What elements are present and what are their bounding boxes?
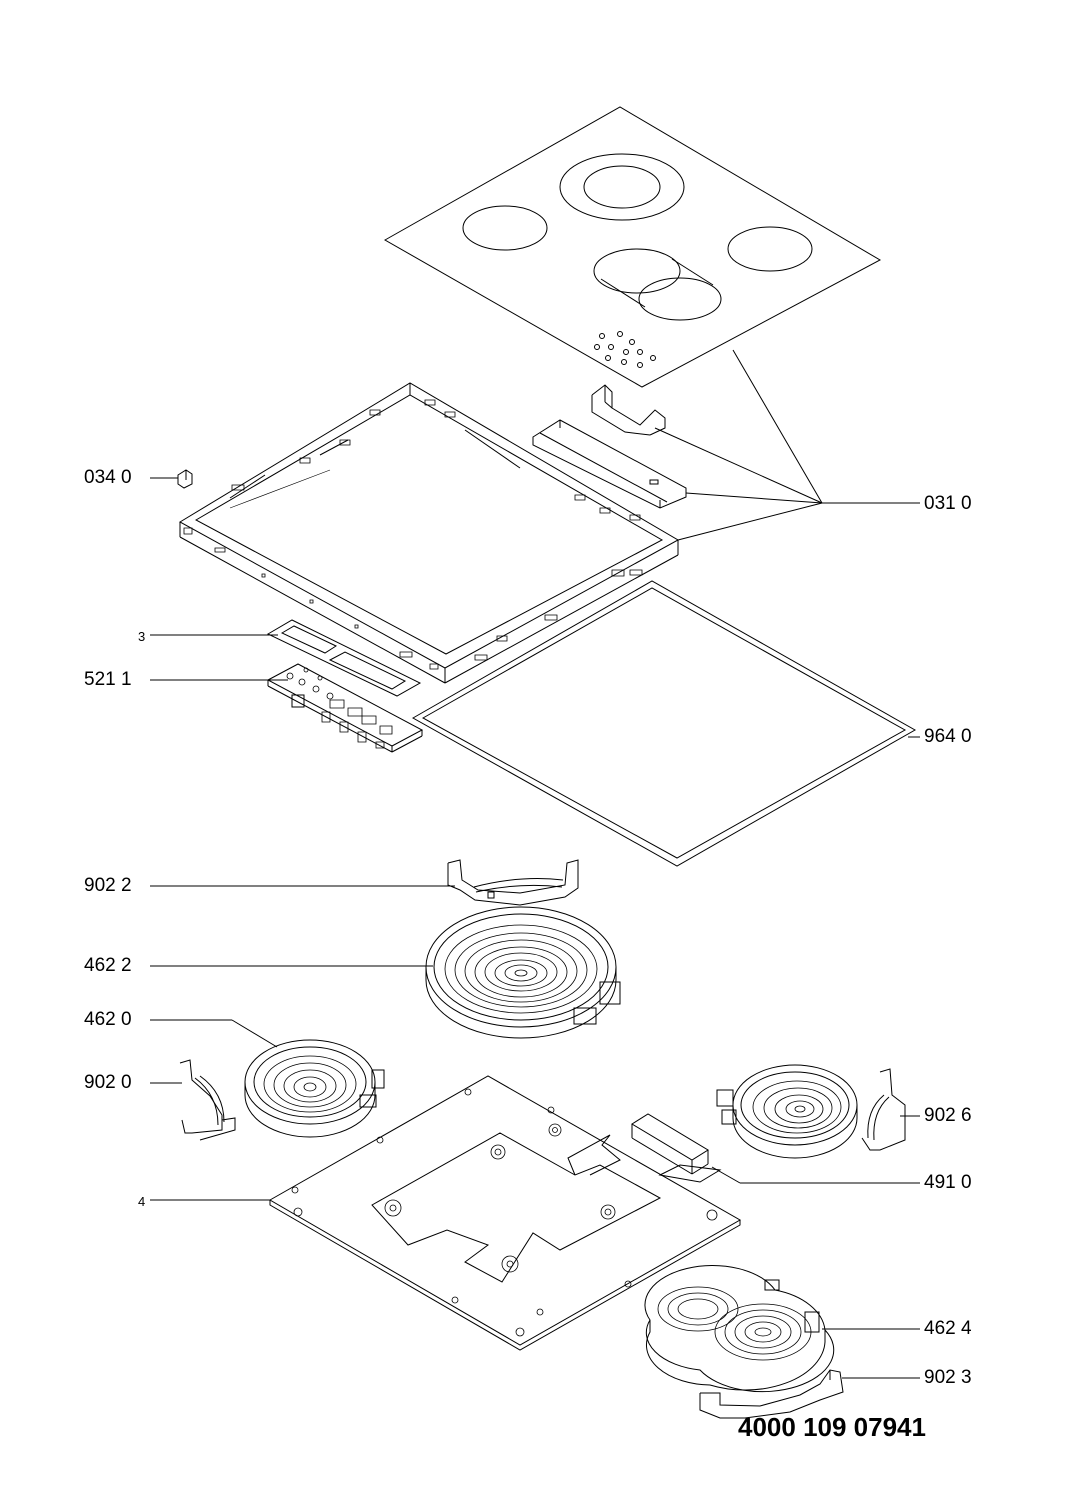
part-label-491-0: 491 0 [924, 1172, 972, 1193]
leader-lines [150, 350, 920, 1378]
glass-bracket [592, 385, 665, 435]
control-electronics-board [268, 664, 422, 752]
glass-cooktop-panel [385, 107, 880, 387]
support-plate [268, 620, 420, 696]
document-number: 4000 109 07941 [738, 1412, 926, 1442]
part-label-902-6: 902 6 [924, 1105, 972, 1126]
part-label-031-0: 031 0 [924, 493, 972, 514]
part-label-902-3: 902 3 [924, 1367, 972, 1388]
part-label-3: 3 [138, 629, 146, 644]
clip-part [178, 470, 192, 488]
oval-element-bracket [700, 1370, 843, 1418]
part-label-462-2: 462 2 [84, 955, 132, 976]
part-label-462-4: 462 4 [924, 1318, 972, 1339]
part-label-964-0: 964 0 [924, 726, 972, 747]
left-radiant-heating-element [245, 1040, 384, 1137]
part-label-034-0: 034 0 [84, 467, 132, 488]
part-label-4: 4 [138, 1194, 146, 1209]
part-label-521-1: 521 1 [84, 669, 132, 690]
part-label-902-0: 902 0 [84, 1072, 132, 1093]
cooktop-frame [180, 383, 678, 683]
touch-control-dots [595, 332, 656, 368]
part-label-902-2: 902 2 [84, 875, 132, 896]
large-radiant-heating-element [426, 907, 620, 1038]
bottom-base-plate [270, 1076, 740, 1350]
frame-profile-bar [533, 420, 686, 508]
right-element-bracket [862, 1069, 905, 1150]
left-element-bracket [180, 1060, 235, 1140]
heating-element-bracket-top [448, 860, 578, 905]
oval-dual-heating-element [645, 1266, 834, 1392]
part-label-462-0: 462 0 [84, 1009, 132, 1030]
frame-seal [413, 581, 915, 866]
terminal-connector-block [632, 1114, 720, 1182]
right-radiant-heating-element [717, 1065, 857, 1158]
